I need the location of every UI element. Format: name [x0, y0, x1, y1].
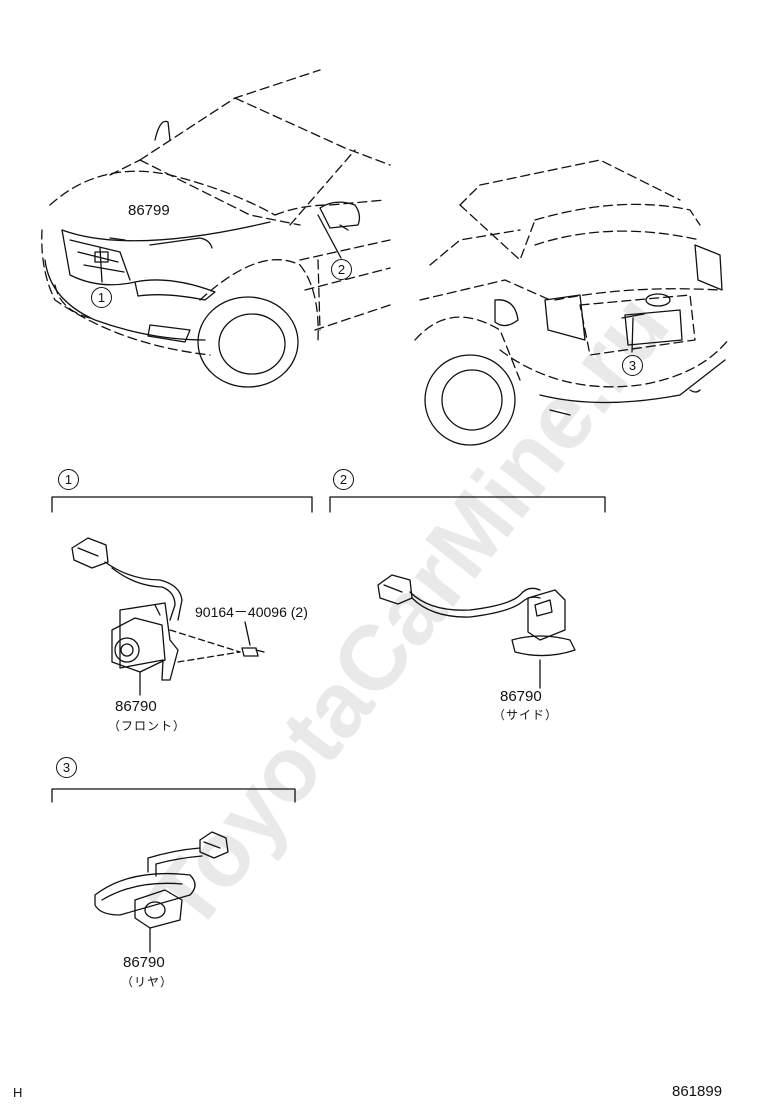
front-camera-drawing: [71, 537, 265, 696]
side-camera-part-name: （サイド）: [493, 708, 559, 722]
section-3-marker[interactable]: 3: [56, 757, 77, 778]
footer-left-code: H: [13, 1085, 23, 1100]
bolt-part-label: 90164－40096 (2): [195, 604, 308, 620]
front-camera-part-number: 86790: [115, 698, 157, 715]
callout-3-overview[interactable]: 3: [622, 355, 643, 376]
rear-camera-part-name: （リヤ）: [121, 975, 174, 989]
callout-2-overview[interactable]: 2: [331, 259, 352, 280]
rear-camera-part-number: 86790: [123, 954, 165, 971]
section-1-marker[interactable]: 1: [58, 469, 79, 490]
diagram-number: 861899: [672, 1083, 723, 1100]
rear-camera-drawing: [94, 831, 229, 953]
side-camera-part-number: 86790: [500, 688, 542, 705]
front-part-number-overview: 86799: [128, 202, 170, 219]
front-camera-part-name: （フロント）: [108, 719, 187, 733]
callout-1-overview[interactable]: 1: [91, 287, 112, 308]
section-2-marker[interactable]: 2: [333, 469, 354, 490]
front-car-illustration: [41, 69, 391, 388]
rear-car-illustration: [414, 159, 729, 446]
side-camera-drawing: [377, 574, 576, 689]
